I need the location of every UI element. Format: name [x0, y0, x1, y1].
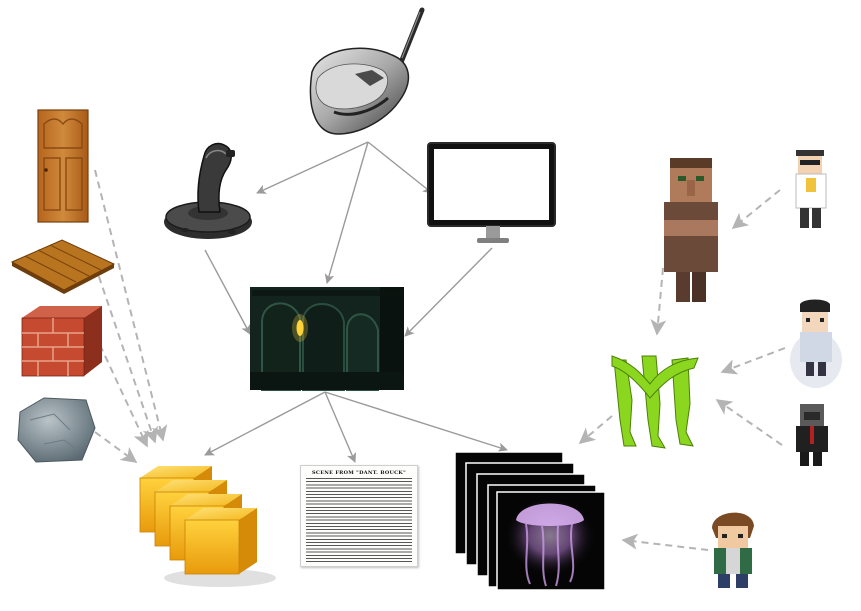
- arrow-brick-to-cubes: [99, 344, 149, 448]
- solid-arrows: [204, 141, 508, 463]
- monitor-icon: [427, 142, 556, 243]
- arrow-monster-to-jellyfish: [578, 415, 613, 445]
- dungeon-scene-icon: [250, 287, 404, 391]
- document-title: SCENE FROM "DANT. BOUCK": [312, 470, 406, 476]
- arrow-villager-to-monster: [650, 267, 667, 336]
- arrow-driver-to-scene: [324, 141, 369, 284]
- golf-driver-icon: [309, 7, 425, 135]
- wooden-door-icon: [37, 109, 89, 223]
- arrow-door-to-cubes: [94, 169, 168, 442]
- arrow-suit-to-monster: [715, 399, 783, 446]
- jellyfish-frames-icon: [454, 451, 606, 591]
- arrow-scene-to-document: [324, 391, 357, 463]
- boy-sprite-icon: [790, 299, 842, 388]
- arrow-scene-to-cubes: [204, 391, 326, 456]
- arrow-monitor-to-scene: [404, 247, 493, 337]
- stacked-cubes-icon: [139, 466, 276, 587]
- scientist-sprite-icon: [795, 150, 827, 228]
- stone-block-icon: [17, 397, 96, 463]
- arrow-driver-to-monitor: [367, 141, 433, 194]
- monster-energy-logo-icon: [611, 355, 699, 449]
- document-body-text-lines: [306, 478, 412, 562]
- arrow-joystick-to-scene: [204, 249, 251, 335]
- brick-block-icon: [21, 306, 102, 377]
- arrow-scene-to-jellyfish: [324, 391, 508, 452]
- arrow-scientist-to-villager: [731, 189, 781, 230]
- joystick-icon: [164, 142, 252, 239]
- dashed-arrows: [94, 169, 786, 551]
- suited-figure-sprite-icon: [796, 404, 828, 466]
- wood-floor-tile-icon: [10, 239, 116, 294]
- arrow-stone-to-cubes: [94, 431, 138, 463]
- arrow-boy-to-monster: [720, 347, 786, 375]
- newspaper-document-icon: SCENE FROM "DANT. BOUCK": [300, 465, 418, 567]
- villager-sprite-icon: [664, 158, 718, 302]
- brown-haired-kid-sprite-icon: [712, 512, 754, 588]
- arrow-kid-to-jellyfish: [621, 533, 709, 551]
- arrow-driver-to-joystick: [256, 141, 369, 194]
